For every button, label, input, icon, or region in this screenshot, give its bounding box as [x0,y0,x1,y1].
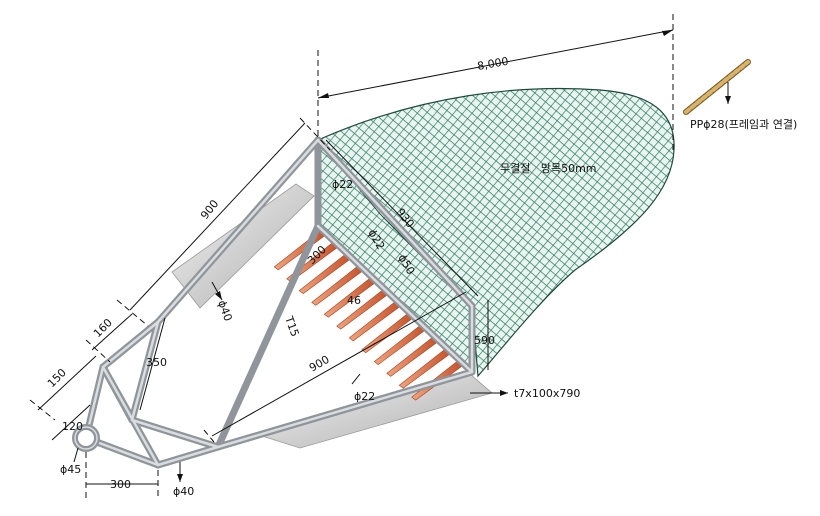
overall-length-label: 8,000 [476,55,509,73]
seg-120-label: 120 [62,420,83,433]
dredge-frame [82,136,476,469]
dredge-tooth [373,324,428,365]
dia-40-upper-label: ϕ40 [215,299,234,323]
seg-300-bottom-label: 300 [110,478,131,491]
seg-t15-label: T15 [282,314,302,339]
seg-46-label: 46 [347,294,361,307]
seg-590-label: 590 [474,334,495,347]
seg-160-label: 160 [91,316,115,340]
dia-40-lower-label: ϕ40 [173,485,194,498]
rope-icon [683,59,751,115]
dredge-tooth [336,288,391,330]
dimension-lines [29,14,731,498]
dia-22-bottom-label: ϕ22 [354,390,375,403]
dredge-tooth [386,336,441,377]
net-mesh-label: 무결절 망목50mm [500,162,597,175]
towing-ring [72,424,100,452]
lower-skid-plate [260,373,493,449]
seg-350-label: 350 [146,356,167,369]
dredge-teeth [273,229,466,401]
dia-22-top-label: ϕ22 [332,178,353,191]
dia-45-label: ϕ45 [60,463,81,476]
top-frame-length-label: 900 [198,197,221,222]
dimension-labels: 8,000 무결절 망목50mm PPϕ28(프레임과 연결) 900 900 … [45,55,797,498]
bottom-frame-length-label: 900 [307,353,332,375]
plate-spec-label: t7x100x790 [514,387,580,400]
seg-150-label: 150 [45,366,69,390]
rope-label: PPϕ28(프레임과 연결) [690,118,797,131]
